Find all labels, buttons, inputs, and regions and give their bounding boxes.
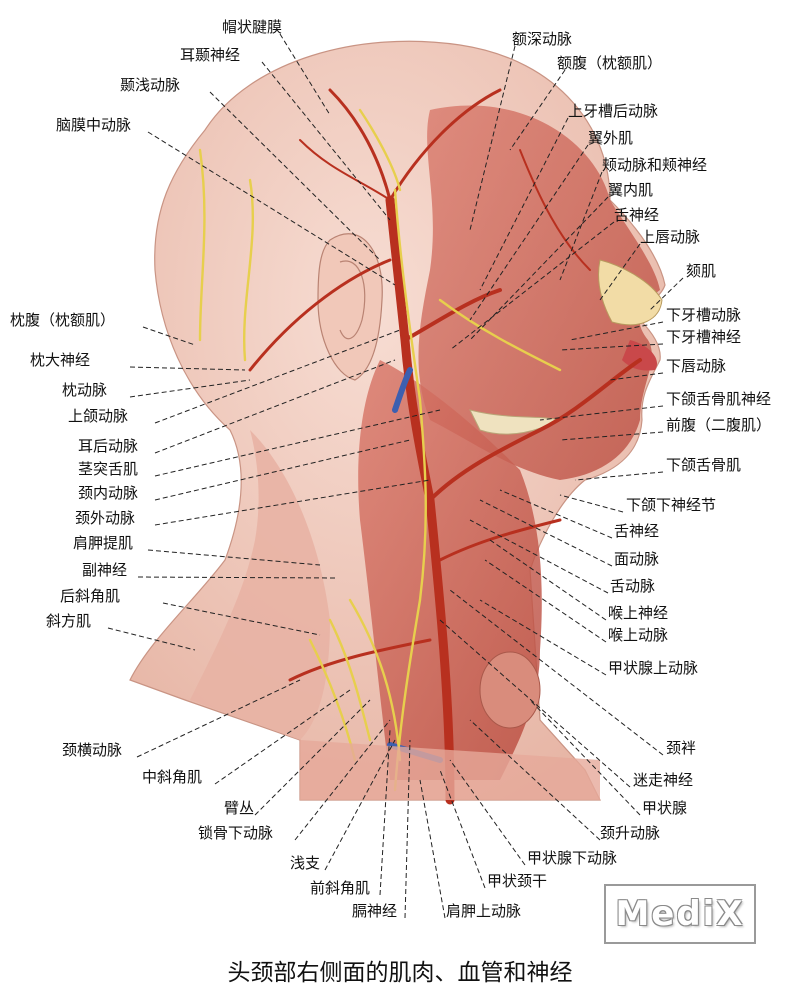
label-suprascapular-artery: 肩胛上动脉 xyxy=(446,902,521,920)
label-middle-scalene: 中斜角肌 xyxy=(142,768,202,786)
label-posterior-scalene: 后斜角肌 xyxy=(60,587,120,605)
label-occipital-belly: 枕腹（枕额肌） xyxy=(10,311,115,329)
label-galea-aponeurotica: 帽状腱膜 xyxy=(222,18,282,36)
clavicle-region xyxy=(300,740,600,800)
arteries xyxy=(248,88,642,805)
medix-watermark-logo: MediX xyxy=(604,884,756,944)
label-mylohyoid-nerve: 下颌舌骨肌神经 xyxy=(666,390,771,408)
label-inferior-alveolar-nerve: 下牙槽神经 xyxy=(666,328,741,346)
lips xyxy=(622,340,658,371)
label-superior-labial-artery: 上唇动脉 xyxy=(640,228,700,246)
label-mylohyoid: 下颌舌骨肌 xyxy=(666,456,741,474)
label-thyrocervical-trunk: 甲状颈干 xyxy=(487,872,547,890)
left-labels: 帽状腱膜 耳颞神经 颞浅动脉 脑膜中动脉 枕腹（枕额肌） 枕大神经 枕动脉 上颌… xyxy=(10,18,397,920)
label-accessory-nerve: 副神经 xyxy=(82,561,127,579)
label-external-carotid-artery: 颈外动脉 xyxy=(75,509,135,527)
label-vagus-nerve: 迷走神经 xyxy=(633,771,693,789)
label-greater-occipital-nerve: 枕大神经 xyxy=(30,351,90,369)
label-lingual-nerve-upper: 舌神经 xyxy=(614,206,659,224)
label-inferior-alveolar-artery: 下牙槽动脉 xyxy=(666,306,741,324)
thyroid xyxy=(479,651,541,729)
leader-lines xyxy=(107,33,684,919)
figure-caption: 头颈部右侧面的肌肉、血管和神经 xyxy=(227,960,573,986)
label-maxillary-artery: 上颌动脉 xyxy=(68,407,128,425)
face-muscles xyxy=(418,105,660,480)
label-auriculotemporal-nerve: 耳颞神经 xyxy=(180,46,240,64)
label-posterior-superior-alveolar-artery: 上牙槽后动脉 xyxy=(568,102,658,120)
label-occipital-artery: 枕动脉 xyxy=(62,381,107,399)
label-brachial-plexus: 臂丛 xyxy=(224,799,254,817)
label-submandibular-ganglion: 下颌下神经节 xyxy=(626,496,716,514)
right-labels: 额深动脉 额腹（枕额肌） 上牙槽后动脉 翼外肌 颊动脉和颊神经 翼内肌 舌神经 … xyxy=(446,30,771,920)
nose xyxy=(598,259,663,326)
label-transverse-cervical-artery: 颈横动脉 xyxy=(62,741,122,759)
label-anterior-scalene: 前斜角肌 xyxy=(310,879,370,897)
label-ansa-cervicalis: 颈袢 xyxy=(666,739,696,757)
label-medial-pterygoid: 翼内肌 xyxy=(608,181,653,199)
label-superior-laryngeal-nerve: 喉上神经 xyxy=(608,604,668,622)
label-lingual-nerve-lower: 舌神经 xyxy=(614,522,659,540)
label-superficial-temporal-artery: 颞浅动脉 xyxy=(120,76,180,94)
label-phrenic-nerve: 膈神经 xyxy=(352,902,397,920)
label-middle-meningeal-artery: 脑膜中动脉 xyxy=(56,116,131,134)
label-inferior-labial-artery: 下唇动脉 xyxy=(666,357,726,375)
label-buccal-artery-and-nerve: 颊动脉和颊神经 xyxy=(602,156,707,174)
label-internal-carotid-artery: 颈内动脉 xyxy=(78,484,138,502)
label-trapezius: 斜方肌 xyxy=(46,612,91,630)
label-facial-artery: 面动脉 xyxy=(614,550,659,568)
label-mentalis: 颏肌 xyxy=(686,262,716,280)
label-lingual-artery: 舌动脉 xyxy=(610,577,655,595)
label-superficial-branch: 浅支 xyxy=(290,854,320,872)
label-posterior-auricular-artery: 耳后动脉 xyxy=(78,437,138,455)
label-levator-scapulae: 肩胛提肌 xyxy=(73,534,133,552)
label-superior-laryngeal-artery: 喉上动脉 xyxy=(608,626,668,644)
label-ascending-cervical-artery: 颈升动脉 xyxy=(600,824,660,842)
label-subclavian-artery: 锁骨下动脉 xyxy=(198,824,273,842)
label-inferior-thyroid-artery: 甲状腺下动脉 xyxy=(527,849,617,867)
label-anterior-belly-digastric: 前腹（二腹肌） xyxy=(666,416,771,434)
label-styloglossus: 茎突舌肌 xyxy=(78,460,138,478)
label-thyroid-gland: 甲状腺 xyxy=(642,799,687,817)
label-frontal-belly: 额腹（枕额肌） xyxy=(557,54,662,72)
label-lateral-pterygoid: 翼外肌 xyxy=(588,129,633,147)
trapezius xyxy=(190,430,330,740)
label-superior-thyroid-artery: 甲状腺上动脉 xyxy=(608,659,698,677)
label-deep-frontal-artery: 额深动脉 xyxy=(512,30,572,48)
